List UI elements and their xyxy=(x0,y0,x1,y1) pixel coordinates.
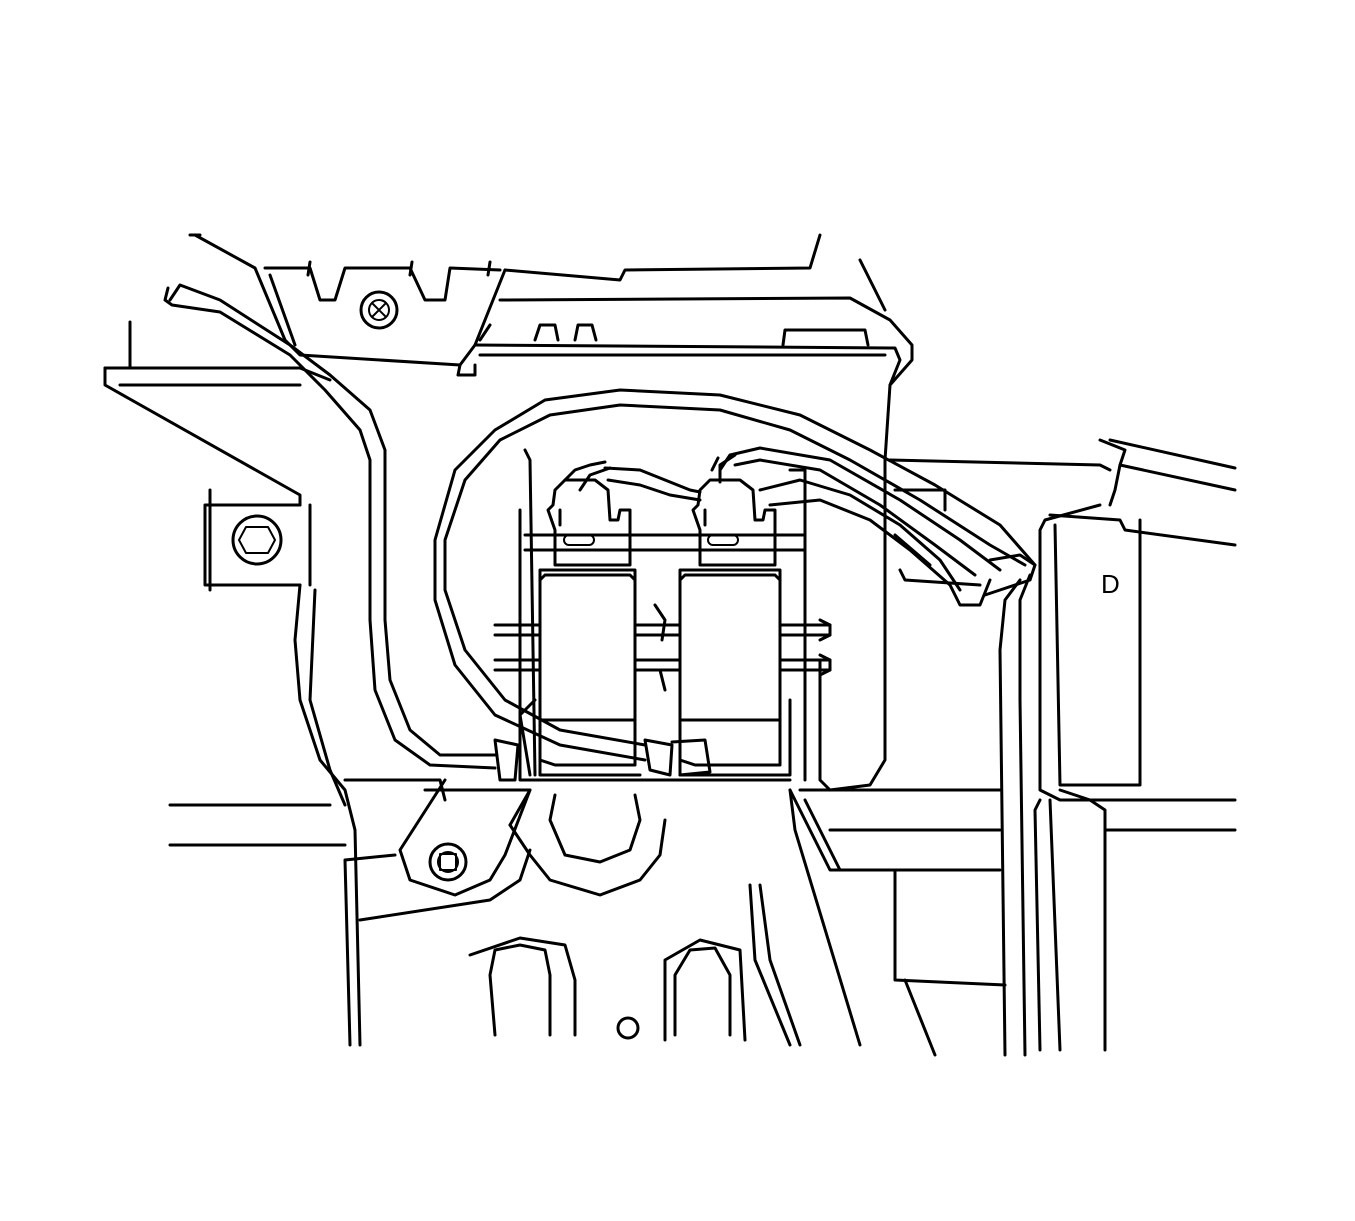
callout-d: D xyxy=(1101,569,1120,599)
hose-right-pair xyxy=(718,446,1037,607)
upper-housing xyxy=(456,233,914,792)
hose-left-outer xyxy=(163,283,520,782)
hose-top-connector xyxy=(603,466,702,502)
hose-loop xyxy=(433,388,1037,777)
lower-panel xyxy=(468,788,862,1047)
left-bolt xyxy=(231,514,283,566)
left-frame-rail xyxy=(103,320,332,592)
lower-bolt xyxy=(428,842,468,882)
callout-letter: D xyxy=(1101,569,1120,599)
solenoid-valve-left xyxy=(518,460,642,777)
right-structure xyxy=(888,438,1237,1057)
solenoid-valve-right xyxy=(678,453,792,777)
left-vertical-members xyxy=(293,503,362,1047)
upper-mounting-bracket xyxy=(188,233,507,367)
lower-crossmember xyxy=(168,778,1007,1057)
lower-bracket xyxy=(343,778,532,1047)
upper-bolt xyxy=(359,290,399,330)
